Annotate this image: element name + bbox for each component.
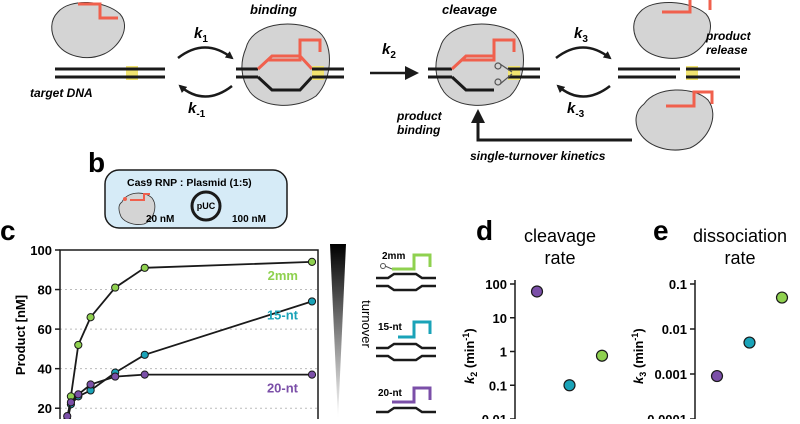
panel-d-title-1: cleavage (524, 226, 596, 246)
cas9-rebinding-icon (635, 89, 714, 151)
series-label-2mm: 2mm (268, 268, 298, 283)
km1-label: k-1 (188, 100, 206, 120)
data-point-20-nt (66, 398, 76, 407)
km3-label: k-3 (567, 100, 585, 120)
panel-d-title-2: rate (544, 248, 575, 268)
data-point-2mm (86, 313, 95, 322)
guide-15nt-icon: 15-nt (376, 320, 436, 362)
panel-e: e dissociation rate k3 (min-1) 0.00010.0… (630, 215, 789, 424)
mechanism-panel: target DNA k1 k-1 binding k2 cleavage (30, 0, 752, 163)
k1-arrow-icon (177, 46, 234, 60)
plot-frame (59, 249, 319, 424)
panel-c: c Product [nM] 204060801002mm15-nt20-nt … (0, 215, 436, 424)
km3-arrow-icon (556, 84, 611, 98)
y-tick-label: 0.0001 (647, 412, 687, 419)
guide-20nt-label: 20-nt (378, 388, 403, 399)
series-label-20-nt: 20-nt (267, 381, 299, 396)
cleaved-dna-icon (618, 66, 740, 80)
y-tick-label: 0.1 (669, 277, 687, 292)
cleavage-rate-chart: 0.01 0.1 1 10 100 (482, 277, 609, 424)
guide-2mm-label: 2mm (382, 251, 405, 262)
data-point-20-nt (530, 285, 544, 298)
panel-e-letter: e (653, 215, 669, 246)
y-tick-label: 20 (38, 401, 52, 416)
k1-label: k1 (194, 25, 208, 45)
y-tick-label: 40 (38, 362, 52, 377)
data-point-2mm (307, 257, 317, 266)
panel-d-ylabel: k2 (min-1) (461, 328, 479, 384)
data-point-2mm (595, 349, 609, 362)
dissociation-rate-chart: 0.0001 0.001 0.01 0.1 (647, 277, 789, 424)
single-turnover-arrow-icon (471, 109, 632, 142)
data-point-2mm (775, 291, 789, 304)
cas9-bound-icon (236, 23, 344, 106)
product-binding-label-1: product (396, 109, 443, 123)
panel-b-title: Cas9 RNP : Plasmid (1:5) (127, 177, 252, 189)
cas9-released-icon (633, 0, 712, 59)
turnover-label: turnover (359, 300, 374, 348)
y-tick-label: 0.01 (482, 412, 507, 419)
turnover-wedge (330, 244, 346, 419)
panel-c-ylabel: Product [nM] (13, 295, 28, 375)
single-turnover-label: single-turnover kinetics (470, 149, 606, 163)
product-chart: 20 40 60 80 100 2mm 15-nt 20-nt (30, 243, 319, 424)
guide-20nt-icon: 20-nt (376, 386, 436, 414)
k3-arrow-icon (555, 46, 612, 60)
rnp-concentration: 20 nM (146, 214, 174, 225)
target-dna-label: target DNA (30, 86, 93, 100)
cas9-rnp-icon (118, 192, 156, 225)
guide-15nt-label: 15-nt (378, 322, 403, 333)
y-tick-label: 0.001 (654, 367, 687, 382)
y-tick-label: 0.01 (662, 322, 687, 337)
data-point-20-nt (307, 370, 317, 379)
panel-d: d cleavage rate k2 (min-1) 0.01 0.1 1 10 100 (461, 215, 609, 424)
y-tick-label: 100 (485, 277, 507, 292)
data-point-15-nt (743, 336, 756, 349)
plasmid-icon (190, 190, 222, 222)
y-tick-label: 1 (500, 345, 507, 360)
panel-e-ylabel: k3 (min-1) (630, 328, 648, 384)
product-release-label-2: release (706, 43, 748, 57)
cas9-cleavage-icon (428, 23, 540, 106)
data-point-2mm (140, 263, 149, 272)
product-binding-label-2: binding (397, 123, 441, 137)
data-point-20-nt (710, 369, 724, 383)
cleavage-label: cleavage (442, 2, 497, 17)
y-tick-label: 0.1 (489, 378, 507, 393)
cas9-free-top-icon (51, 1, 126, 58)
panel-b: b Cas9 RNP : Plasmid (1:5) 20 nM pUC 100… (88, 147, 288, 229)
product-release-label-1: product (705, 29, 752, 43)
data-point-20-nt (111, 372, 120, 381)
panel-b-letter: b (88, 147, 105, 178)
data-point-20-nt (74, 390, 83, 399)
data-point-2mm (111, 283, 120, 292)
y-tick-label: 10 (493, 311, 507, 326)
y-tick-label: 100 (30, 243, 52, 258)
panel-d-letter: d (476, 215, 493, 246)
guide-2mm-icon: 2mm (376, 251, 436, 292)
data-point-20-nt (86, 380, 95, 389)
data-point-20-nt (140, 370, 149, 379)
target-dna-icon (55, 66, 165, 80)
data-point-2mm (74, 340, 83, 350)
series-label-15-nt: 15-nt (267, 307, 299, 322)
data-point-15-nt (307, 297, 317, 306)
data-point-15-nt (140, 350, 149, 359)
data-point-15-nt (563, 379, 576, 392)
k2-label: k2 (382, 41, 396, 61)
k3-label: k3 (574, 25, 588, 45)
binding-label: binding (250, 2, 297, 17)
data-point-20-nt (63, 412, 72, 421)
plasmid-label: pUC (197, 201, 216, 211)
km1-arrow-icon (178, 84, 233, 98)
panel-e-title-2: rate (724, 248, 755, 268)
y-tick-label: 60 (38, 322, 52, 337)
y-tick-label: 80 (38, 283, 52, 298)
panel-e-title-1: dissociation (693, 226, 787, 246)
plasmid-concentration: 100 nM (232, 214, 266, 225)
panel-c-letter: c (0, 215, 16, 246)
